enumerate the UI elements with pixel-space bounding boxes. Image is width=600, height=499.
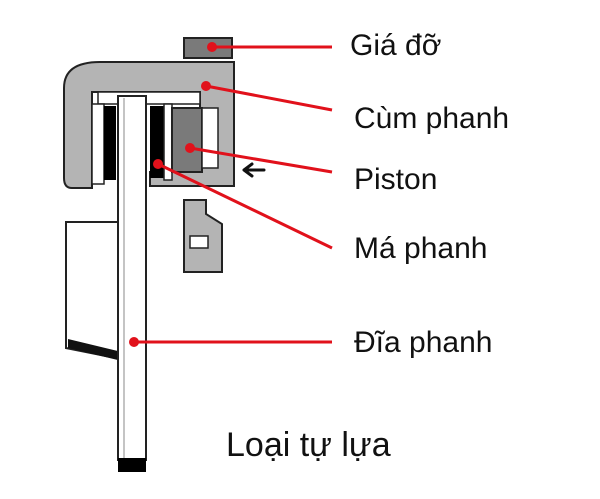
hub-flange-edge	[68, 339, 126, 362]
diagram-caption: Loại tự lựa	[226, 426, 391, 464]
caliper-cavity	[97, 91, 201, 105]
leader-dot-caliper	[201, 81, 211, 91]
label-caliper: Cùm phanh	[354, 102, 510, 135]
leader-caliper	[205, 84, 333, 112]
piston-chamber	[201, 107, 219, 169]
label-mounting-bracket: Giá đỡ	[350, 29, 442, 62]
leader-dot-brake-disc	[129, 337, 139, 347]
label-brake-disc: Đĩa phanh	[354, 326, 493, 359]
leader-dot-brake-pad	[153, 159, 163, 169]
label-brake-pad: Má phanh	[354, 232, 488, 265]
brake-disc-end	[118, 458, 146, 472]
leader-dot-piston	[185, 143, 195, 153]
leader-dot-mounting-bracket	[207, 42, 217, 52]
leader-piston	[189, 146, 333, 174]
brake-disc	[117, 95, 147, 461]
pressure-arrow	[242, 162, 266, 178]
piston	[171, 107, 203, 173]
outer-pad-lining	[104, 106, 116, 180]
outer-pad-backing	[91, 103, 105, 185]
leader-brake-pad	[157, 162, 333, 250]
label-piston: Piston	[354, 163, 438, 196]
caliper-arm-slot	[189, 235, 209, 249]
